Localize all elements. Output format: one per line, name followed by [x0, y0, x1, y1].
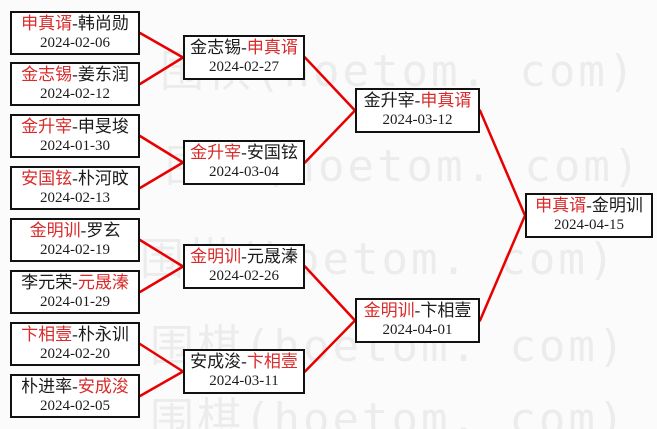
- match-players: 金明训-元晟溱: [190, 247, 298, 267]
- player-name: 安国铉: [246, 143, 298, 162]
- player-name: 申旻埈: [77, 116, 129, 136]
- match-players: 申真谞-金明训: [535, 196, 643, 216]
- player-name: 金升宰: [21, 116, 73, 136]
- player-name: 金明训: [190, 247, 242, 266]
- player-name: 朴永训: [77, 324, 129, 344]
- match-date: 2024-02-19: [40, 241, 110, 258]
- player-name: 姜东润: [77, 64, 129, 84]
- player-name: 朴河旼: [77, 168, 129, 188]
- match-date: 2024-04-15: [554, 217, 624, 233]
- match-date: 2024-01-30: [40, 137, 110, 154]
- match-date: 2024-02-26: [209, 268, 279, 284]
- dash-separator: -: [241, 352, 247, 371]
- player-name: 罗玄: [86, 220, 121, 240]
- match-players: 安成浚-卞相壹: [190, 352, 298, 372]
- player-name: 卞相壹: [420, 301, 472, 320]
- player-name: 安成浚: [77, 376, 129, 396]
- player-name: 金明训: [29, 220, 81, 240]
- dash-separator: -: [586, 196, 592, 215]
- player-name: 李元荣: [21, 272, 73, 292]
- player-name: 元晟溱: [246, 247, 298, 266]
- match-players: 金升宰-申真谞: [364, 91, 472, 111]
- player-name: 安国铉: [21, 168, 73, 188]
- dash-separator: -: [72, 168, 78, 188]
- player-name: 金明训: [363, 301, 415, 320]
- match-date: 2024-03-11: [209, 373, 279, 389]
- dash-separator: -: [72, 272, 78, 292]
- match-players: 金明训-卞相壹: [364, 301, 472, 321]
- match-date: 2024-03-04: [209, 164, 279, 180]
- dash-separator: -: [241, 38, 247, 57]
- player-name: 申真谞: [535, 196, 587, 215]
- match-date: 2024-02-27: [209, 59, 279, 75]
- dash-separator: -: [414, 91, 421, 110]
- match-date: 2024-01-29: [40, 293, 110, 310]
- player-name: 韩尚勋: [77, 13, 129, 33]
- player-name: 金升宰: [363, 91, 415, 110]
- dash-separator: -: [241, 143, 247, 162]
- dash-separator: -: [241, 247, 247, 266]
- match-players: 金志锡-申真谞: [190, 38, 298, 58]
- match-date: 2024-02-20: [40, 345, 110, 362]
- dash-separator: -: [72, 376, 78, 396]
- dash-separator: -: [72, 324, 78, 344]
- player-name: 卞相壹: [246, 352, 298, 371]
- dash-separator: -: [80, 220, 87, 240]
- match-players: 申真谞-韩尚勋: [21, 14, 129, 34]
- match-players: 安国铉-朴河旼: [21, 169, 129, 189]
- match-date: 2024-02-12: [40, 85, 110, 102]
- match-date: 2024-03-12: [382, 112, 453, 128]
- player-name: 金志锡: [21, 64, 73, 84]
- player-name: 金志锡: [190, 38, 242, 57]
- match-players: 金升宰-安国铉: [190, 143, 298, 163]
- match-players: 金明训-罗玄: [30, 221, 121, 241]
- match-players: 卞相壹-朴永训: [21, 325, 129, 345]
- player-name: 申真谞: [21, 13, 73, 33]
- dash-separator: -: [72, 64, 78, 84]
- match-date: 2024-04-01: [382, 322, 453, 338]
- player-name: 朴进率: [21, 376, 73, 396]
- dash-separator: -: [72, 116, 78, 136]
- player-name: 金明训: [591, 196, 643, 215]
- match-players: 金志锡-姜东润: [21, 65, 129, 85]
- match-players: 李元荣-元晟溱: [21, 273, 129, 293]
- match-players: 金升宰-申旻埈: [21, 117, 129, 137]
- dash-separator: -: [72, 13, 78, 33]
- player-name: 金升宰: [190, 143, 242, 162]
- match-date: 2024-02-13: [40, 189, 110, 206]
- match-date: 2024-02-06: [40, 34, 110, 51]
- player-name: 申真谞: [246, 38, 298, 57]
- watermark-text: 围棋(hoetom. com): [150, 394, 628, 429]
- player-name: 安成浚: [190, 352, 242, 371]
- player-name: 申真谞: [420, 91, 472, 110]
- player-name: 卞相壹: [21, 324, 73, 344]
- match-players: 朴进率-安成浚: [21, 377, 129, 397]
- dash-separator: -: [414, 301, 421, 320]
- player-name: 元晟溱: [77, 272, 129, 292]
- match-date: 2024-02-05: [40, 397, 110, 414]
